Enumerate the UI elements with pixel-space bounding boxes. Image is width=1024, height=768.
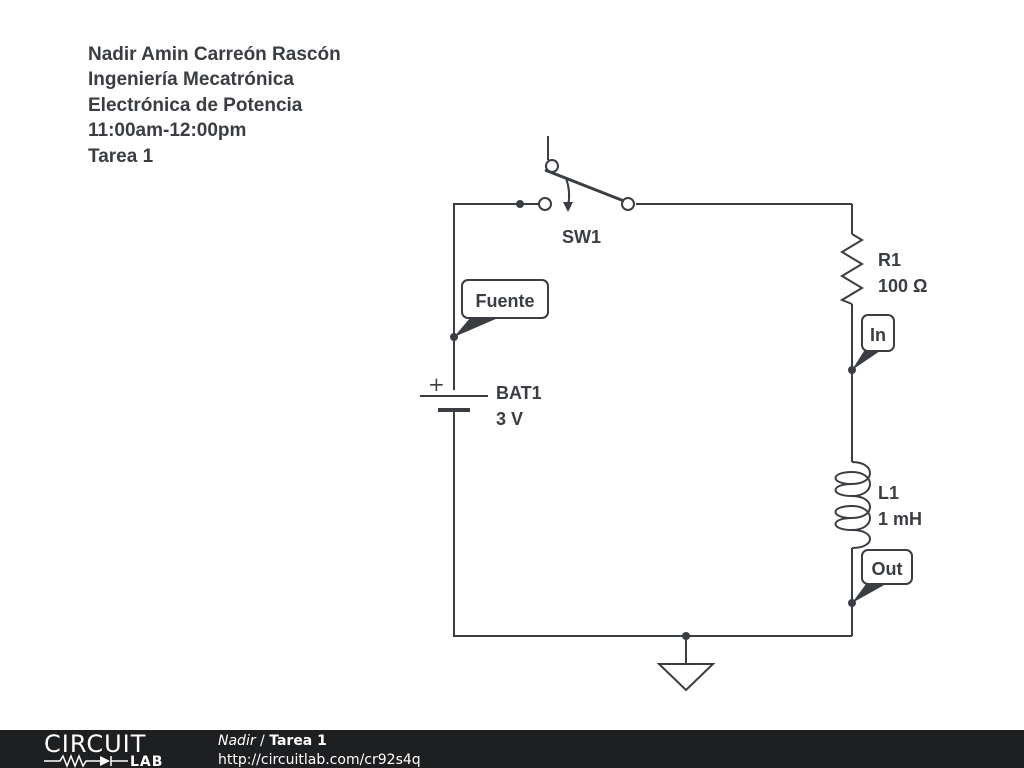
net-label-pointer [454,318,498,337]
switch-blade [544,168,625,203]
resistor-r1[interactable]: R1 100 Ω [839,233,927,305]
inductor-coil [834,461,871,549]
battery-bat1[interactable]: + BAT1 3 V [420,372,542,429]
resistor-zigzag [839,233,864,305]
footer-bar: CIRCUIT LAB Nadir / Tarea 1 http://circu… [0,730,1024,768]
net-label-box [461,279,549,319]
footer-separator: / [256,733,270,749]
net-label-text: Fuente [475,291,534,311]
footer-author[interactable]: Nadir [218,733,257,749]
footer-background [0,730,1024,768]
header-block: Nadir Amin Carreón Rascón Ingeniería Mec… [88,44,341,167]
schedule: 11:00am-12:00pm [88,120,246,141]
switch-terminal-right [621,197,635,211]
net-label-box [861,549,913,585]
battery-polarity: + [428,372,445,396]
junction-dot [516,200,524,208]
author-name: Nadir Amin Carreón Rascón [88,44,341,65]
circuitlab-logo[interactable]: CIRCUIT LAB [44,730,163,768]
net-label-pointer [852,584,886,603]
switch-arrow-head [563,202,573,212]
net-label-in[interactable]: In [848,314,895,374]
junction-dot [682,632,690,640]
wire-left-top [453,203,540,390]
net-label-box [861,314,895,352]
net-label-text: In [870,325,886,345]
battery-value: 3 V [496,409,523,429]
footer-title[interactable]: Tarea 1 [269,733,327,749]
switch-terminal-left [538,197,552,211]
switch-sw1[interactable]: SW1 [516,136,635,247]
logo-text-circuit: CIRCUIT [44,730,146,758]
logo-diode-icon [100,756,110,766]
logo-text-lab: LAB [130,754,163,768]
inductor-label: L1 [878,483,899,503]
inductor-value: 1 mH [878,509,922,529]
net-label-fuente[interactable]: Fuente [450,279,549,341]
wire-bottom [453,410,852,637]
ground-triangle [656,663,716,692]
switch-label: SW1 [562,227,601,247]
assignment-title: Tarea 1 [88,146,154,167]
program-name: Ingeniería Mecatrónica [88,69,294,90]
net-label-pointer [852,351,880,370]
net-label-text: Out [872,559,903,579]
course-name: Electrónica de Potencia [88,95,303,116]
battery-label: BAT1 [496,383,542,403]
footer-title-line: Nadir / Tarea 1 [218,733,327,749]
switch-arrow-arc [565,177,571,207]
ground-symbol[interactable] [656,632,716,692]
inductor-l1[interactable]: L1 1 mH [834,461,923,549]
resistor-label: R1 [878,250,901,270]
wires [453,203,853,664]
logo-resistor-icon [44,753,100,768]
net-label-out[interactable]: Out [848,549,913,607]
resistor-value: 100 Ω [878,276,927,296]
footer-url[interactable]: http://circuitlab.com/cr92s4q [218,752,421,768]
